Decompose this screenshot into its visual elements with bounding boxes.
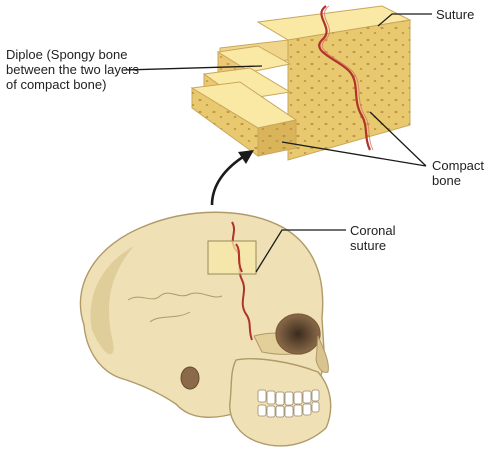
- label-compact-bone-line-2: bone: [432, 173, 461, 188]
- inset-highlight-box: [207, 240, 257, 275]
- curved-arrow: [210, 150, 254, 206]
- leader-lines: [123, 13, 432, 273]
- eye-socket: [275, 313, 321, 355]
- label-diploe: Diploe (Spongy bone between the two laye…: [6, 47, 139, 92]
- ear-opening: [180, 366, 200, 390]
- label-compact-bone: Compact bone: [432, 158, 484, 188]
- label-diploe-line-1: Diploe (Spongy bone: [6, 47, 128, 62]
- label-suture-text: Suture: [436, 7, 475, 22]
- block-suture-line: [318, 5, 372, 151]
- suture-leader: [377, 13, 432, 27]
- compact-leader-1: [369, 111, 427, 167]
- label-coronal-suture-line-1: Coronal: [350, 223, 396, 238]
- label-coronal-suture: Coronal suture: [350, 223, 396, 253]
- teeth: [257, 389, 320, 418]
- label-diploe-line-3: of compact bone): [6, 77, 107, 92]
- coronal-leader: [255, 229, 346, 273]
- skull-illustration: [79, 211, 332, 447]
- label-diploe-line-2: between the two layers: [6, 62, 139, 77]
- diploe-leader: [123, 65, 263, 71]
- label-compact-bone-line-1: Compact: [432, 158, 485, 173]
- compact-leader-2: [281, 141, 427, 167]
- label-suture: Suture: [436, 7, 474, 22]
- bone-section-block: [190, 5, 412, 161]
- label-coronal-suture-line-2: suture: [350, 238, 387, 253]
